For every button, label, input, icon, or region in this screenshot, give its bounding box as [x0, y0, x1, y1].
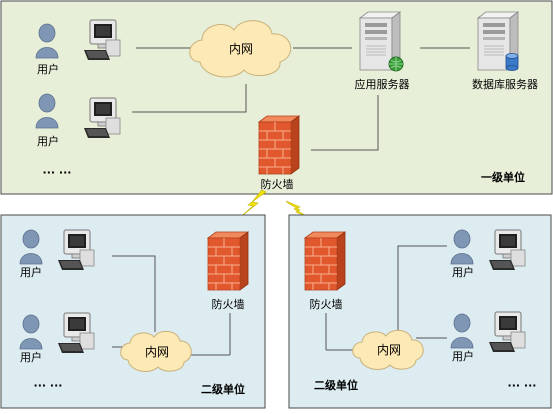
intranet-cloud-icon [352, 329, 424, 370]
firewall-label: 防火墙 [310, 297, 343, 311]
lightning-icon [237, 189, 267, 220]
intranet-cloud-icon [189, 20, 292, 78]
unit-label: 二级单位 [314, 378, 358, 392]
unit-label: 一级单位 [481, 170, 525, 184]
intranet-cloud-icon [120, 330, 192, 372]
user-label: 用户 [20, 265, 42, 279]
user-label: 用户 [37, 134, 59, 148]
more-users-ellipsis: ··· ··· [43, 166, 72, 179]
app-server-label: 应用服务器 [355, 77, 410, 91]
firewall-icon [207, 231, 249, 291]
firewall-label: 防火墙 [261, 177, 294, 191]
user-label: 用户 [452, 349, 474, 363]
more-users-ellipsis: ··· ··· [34, 379, 63, 392]
more-users-ellipsis: ··· ··· [508, 379, 537, 392]
db-server-label: 数据库服务器 [472, 77, 538, 91]
firewall-icon [258, 115, 300, 175]
user-label: 用户 [452, 265, 474, 279]
top-links [132, 47, 470, 151]
user-label: 用户 [37, 62, 59, 76]
firewall-label: 防火墙 [212, 297, 245, 311]
firewall-icon [304, 231, 346, 291]
intranet-label: 内网 [145, 345, 169, 359]
unit-label: 二级单位 [201, 382, 245, 396]
intranet-label: 内网 [229, 42, 253, 56]
intranet-label: 内网 [377, 343, 401, 357]
user-label: 用户 [20, 350, 42, 364]
database-icon [505, 53, 519, 71]
